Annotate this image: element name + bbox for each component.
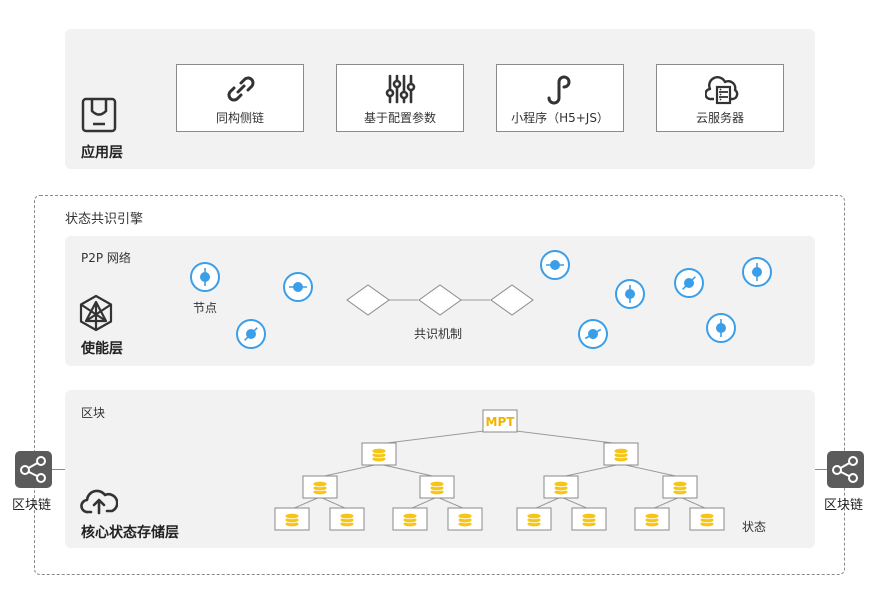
app-card-sidechain: 同构侧链 bbox=[176, 64, 304, 132]
p2p-node-icon bbox=[706, 313, 736, 343]
p2p-node-icon bbox=[674, 268, 704, 298]
state-node bbox=[361, 442, 397, 466]
app-layer-title: 应用层 bbox=[81, 145, 123, 161]
state-node bbox=[634, 507, 670, 531]
mpt-root-label: MPT bbox=[486, 415, 516, 429]
state-node bbox=[516, 507, 552, 531]
state-node bbox=[302, 475, 338, 499]
consensus-engine-title: 状态共识引擎 bbox=[65, 212, 144, 227]
p2p-node-icon bbox=[283, 272, 313, 302]
tree-edge bbox=[291, 496, 321, 510]
package-icon bbox=[81, 97, 117, 133]
app-card-label: 云服务器 bbox=[695, 111, 744, 125]
left-connector-line bbox=[52, 469, 66, 470]
state-node bbox=[662, 475, 698, 499]
tree-edge bbox=[319, 463, 380, 478]
state-label: 状态 bbox=[742, 520, 767, 534]
tree-edge bbox=[620, 463, 681, 478]
tree-edge bbox=[378, 463, 438, 478]
left-blockchain-label: 区块链 bbox=[12, 498, 52, 513]
p2p-node-icon bbox=[578, 319, 608, 349]
app-card-cloud: 云服务器 bbox=[656, 64, 784, 132]
state-node bbox=[329, 507, 365, 531]
node-label: 节点 bbox=[193, 301, 218, 315]
p2p-node-icon bbox=[236, 319, 266, 349]
left-blockchain-box bbox=[15, 451, 52, 488]
share-nodes-icon bbox=[832, 456, 858, 483]
consensus-diamond bbox=[418, 284, 462, 316]
consensus-engine-frame bbox=[34, 195, 845, 575]
tree-edge bbox=[560, 463, 622, 478]
storage-layer-title: 核心状态存储层 bbox=[81, 525, 179, 541]
tree-edge bbox=[679, 496, 708, 510]
state-node bbox=[419, 475, 455, 499]
consensus-diamond bbox=[346, 284, 390, 316]
p2p-node-icon bbox=[540, 250, 570, 280]
cloud-server-icon bbox=[705, 76, 739, 105]
state-node bbox=[543, 475, 579, 499]
p2p-node-icon bbox=[190, 262, 220, 292]
enable-layer-title: 使能层 bbox=[81, 341, 123, 357]
state-node bbox=[571, 507, 607, 531]
state-node bbox=[274, 507, 310, 531]
app-card-miniprogram: 小程序（H5+JS） bbox=[496, 64, 624, 132]
p2p-network-label: P2P 网络 bbox=[81, 251, 131, 265]
state-node bbox=[689, 507, 725, 531]
app-card-label: 小程序（H5+JS） bbox=[511, 111, 609, 125]
tree-edge bbox=[560, 496, 590, 510]
cloud-upload-icon bbox=[80, 489, 118, 515]
mpt-root-node: MPT bbox=[482, 409, 518, 433]
tree-edge bbox=[378, 428, 501, 445]
p2p-node-icon bbox=[615, 279, 645, 309]
tree-edge bbox=[651, 496, 681, 510]
tree-edge bbox=[533, 496, 562, 510]
block-label: 区块 bbox=[81, 406, 106, 420]
app-card-label: 同构侧链 bbox=[215, 111, 264, 125]
tree-edge bbox=[319, 496, 348, 510]
state-node bbox=[447, 507, 483, 531]
app-card-label: 基于配置参数 bbox=[363, 111, 436, 125]
p2p-node-icon bbox=[742, 257, 772, 287]
miniprogram-icon bbox=[547, 75, 571, 105]
link-icon bbox=[227, 76, 255, 102]
tree-edge bbox=[409, 496, 438, 510]
right-connector-line bbox=[815, 469, 827, 470]
tree-edge bbox=[499, 428, 622, 445]
consensus-label: 共识机制 bbox=[414, 327, 463, 341]
sliders-icon bbox=[385, 74, 416, 104]
right-blockchain-box bbox=[827, 451, 864, 488]
consensus-diamond bbox=[490, 284, 534, 316]
state-node bbox=[603, 442, 639, 466]
network-polygon-icon bbox=[79, 294, 113, 332]
app-card-config: 基于配置参数 bbox=[336, 64, 464, 132]
tree-edge bbox=[436, 496, 466, 510]
share-nodes-icon bbox=[20, 456, 46, 483]
state-node bbox=[392, 507, 428, 531]
right-blockchain-label: 区块链 bbox=[824, 498, 864, 513]
